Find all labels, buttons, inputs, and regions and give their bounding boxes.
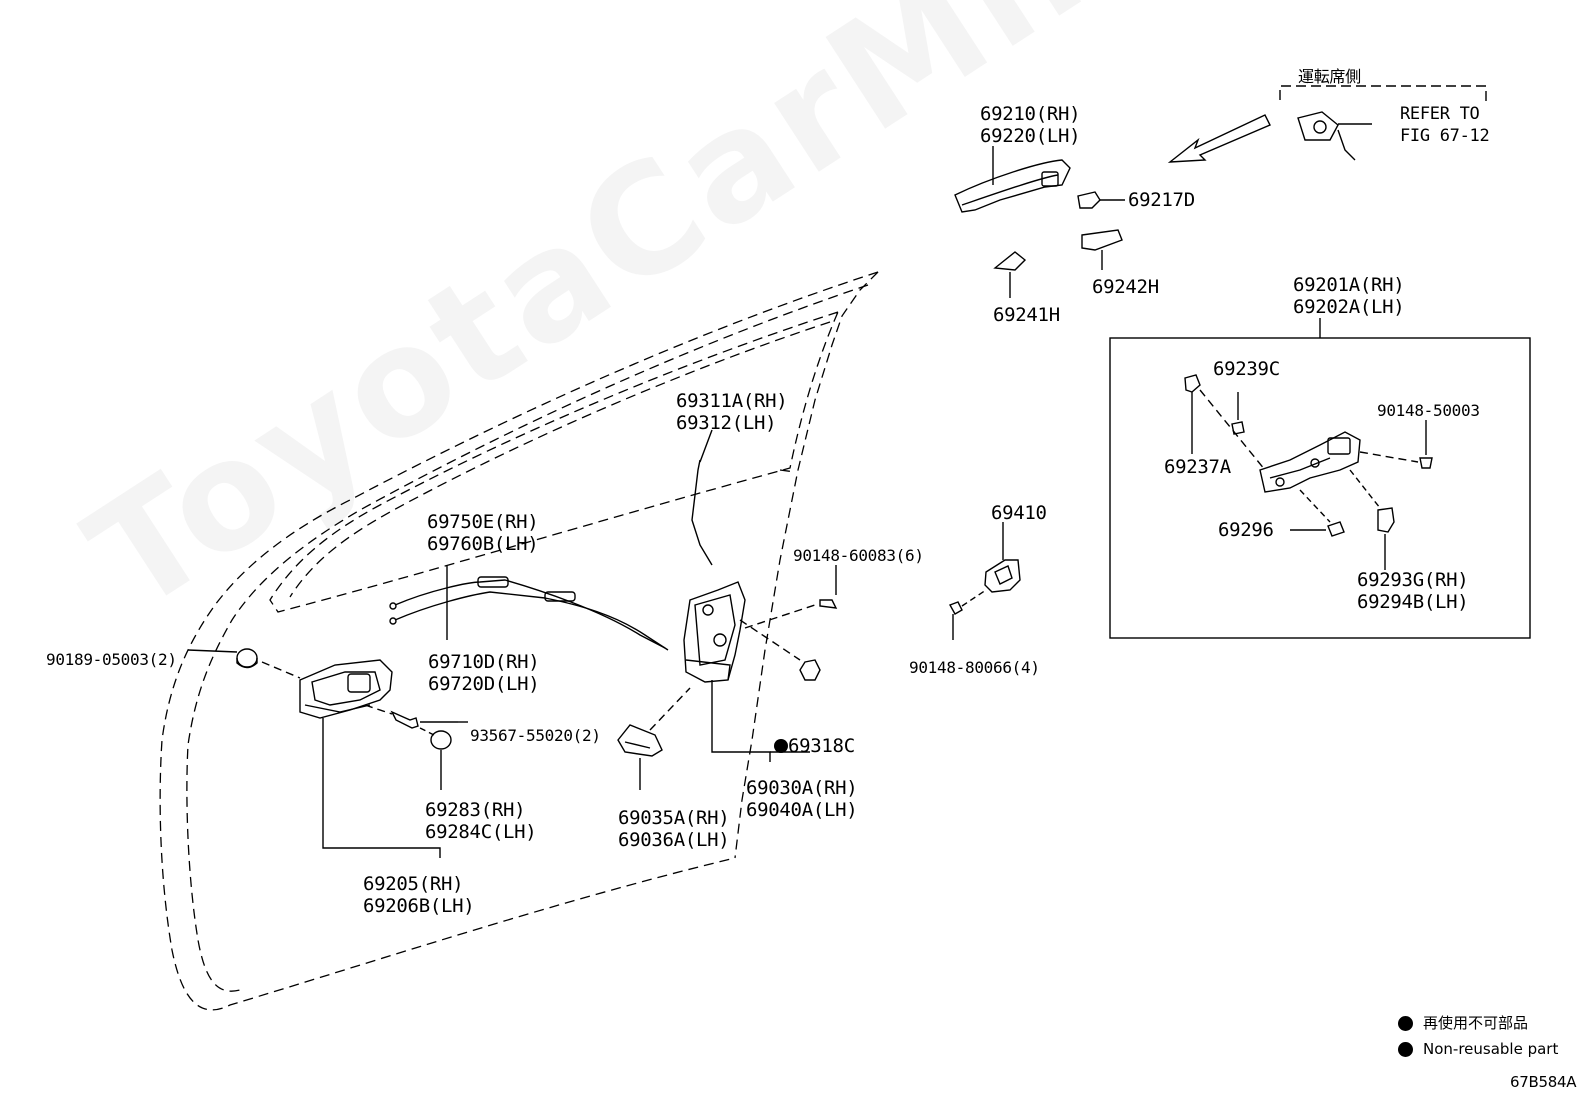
figure-code: 67B584A — [1510, 1073, 1577, 1091]
label-90148-50003: 90148-50003 — [1377, 401, 1480, 420]
inside-handle-assembly — [299, 659, 393, 719]
label-69035A: 69035A(RH)69036A(LH) — [618, 807, 730, 851]
cap-69241H — [993, 251, 1027, 298]
frame-assembly — [1259, 431, 1361, 493]
cap-69242H — [1081, 229, 1123, 270]
protector-69035A — [617, 724, 663, 790]
label-69311A: 69311A(RH)69312(LH) — [676, 390, 788, 434]
part-69239C — [1231, 392, 1245, 435]
label-69242H: 69242H — [1092, 276, 1159, 298]
arrow-to-handle — [1167, 114, 1271, 163]
label-69750E: 69750E(RH)69760B(LH) — [427, 511, 539, 555]
rod-69311A — [691, 429, 713, 566]
label-90148-80066: 90148-80066(4) — [909, 658, 1040, 677]
legend: 再使用不可部品 Non-reusable part — [1398, 1010, 1558, 1062]
label-69210: 69210(RH)69220(LH) — [980, 103, 1081, 147]
label-90148-60083: 90148-60083(6) — [793, 546, 924, 565]
screw-69296 — [1290, 521, 1345, 537]
door-lock-assembly — [683, 581, 801, 683]
cap-69283 — [430, 730, 452, 790]
label-69241H: 69241H — [993, 304, 1060, 326]
screw-90148-80066 — [948, 601, 963, 640]
label-69710D: 69710D(RH)69720D(LH) — [428, 651, 540, 695]
label-69030A: 69030A(RH)69040A(LH) — [746, 777, 858, 821]
part-69237A — [1184, 374, 1201, 454]
label-69283: 69283(RH)69284C(LH) — [425, 799, 537, 843]
legend-ja: 再使用不可部品 — [1423, 1014, 1529, 1032]
label-69239C: 69239C — [1213, 358, 1280, 380]
striker-69410 — [984, 522, 1021, 593]
label-69410: 69410 — [991, 502, 1047, 524]
cable-69710D — [389, 576, 669, 651]
label-69205: 69205(RH)69206B(LH) — [363, 873, 475, 917]
washer-69318C — [799, 659, 821, 681]
label-93567-55020: 93567-55020(2) — [470, 726, 601, 745]
label-69237A: 69237A — [1164, 456, 1231, 478]
part-69293G — [1377, 507, 1395, 570]
refer-bracket — [1279, 85, 1487, 161]
label-69217D: 69217D — [1128, 189, 1195, 211]
non-reusable-dot-icon — [774, 739, 788, 753]
screw-93567 — [390, 710, 458, 729]
label-90189-05003: 90189-05003(2) — [46, 650, 177, 669]
label-69296: 69296 — [1218, 519, 1274, 541]
screw-90148-60083 — [819, 565, 838, 609]
driver-side-label: 運転席側 — [1298, 67, 1361, 86]
cover-69217D — [1077, 191, 1125, 209]
non-reusable-dot-icon — [1398, 1041, 1413, 1057]
clip-90189 — [187, 648, 258, 669]
screw-90148-50003 — [1419, 420, 1433, 469]
door-outline — [159, 271, 879, 1011]
label-69293G: 69293G(RH)69294B(LH) — [1357, 569, 1469, 613]
outside-handle-69210 — [954, 146, 1071, 213]
non-reusable-dot-icon — [1398, 1015, 1413, 1031]
label-69201A: 69201A(RH)69202A(LH) — [1293, 274, 1405, 318]
legend-en: Non-reusable part — [1423, 1040, 1559, 1058]
label-69318C: 69318C — [774, 735, 855, 757]
